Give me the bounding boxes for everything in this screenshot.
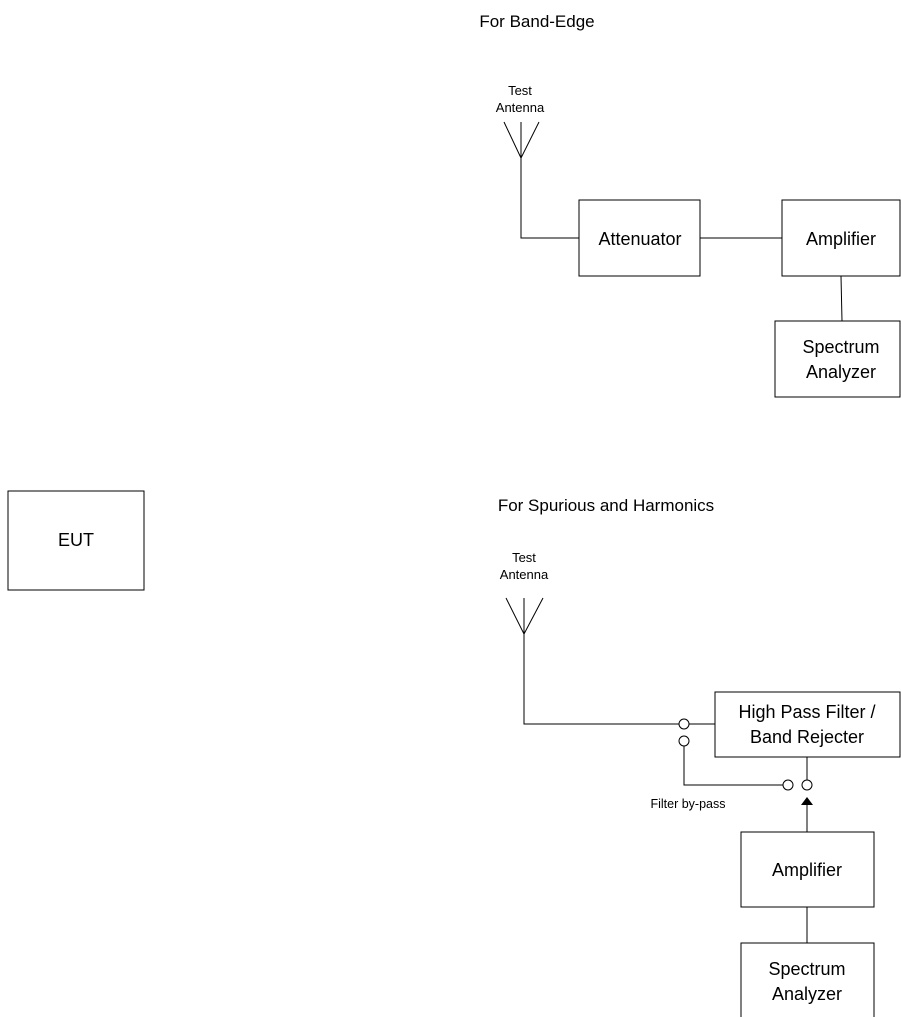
spurious-spectrum-analyzer-box: [740, 942, 875, 1017]
band-edge-antenna-label-line2: Antenna: [496, 100, 545, 115]
spurious-antenna-wire: [523, 634, 679, 725]
high-pass-filter-label-line2: Band Rejecter: [750, 727, 864, 747]
eut-box: [7, 490, 145, 591]
eut-label: EUT: [58, 530, 94, 550]
switch-terminal-filter-out: [801, 779, 813, 791]
band-edge-antenna-icon: [503, 121, 540, 159]
switch-arrow-icon: [801, 797, 813, 832]
spurious-amplifier-box: [740, 831, 875, 908]
high-pass-filter-label-line1: High Pass Filter /: [738, 702, 875, 722]
band-edge-attenuator-label: Attenuator: [598, 229, 681, 249]
band-edge-amplifier-analyzer-wire: [840, 275, 843, 322]
spurious-spectrum-analyzer-label-line2: Analyzer: [772, 984, 842, 1004]
filter-bypass-label: Filter by-pass: [650, 797, 725, 811]
band-edge-attenuator-box: [578, 199, 701, 277]
spurious-antenna-label-line2: Antenna: [500, 567, 549, 582]
band-edge-amplifier-box: [781, 199, 901, 277]
switch-terminal-bypass-in: [678, 735, 690, 747]
spurious-title: For Spurious and Harmonics: [498, 496, 714, 515]
band-edge-spectrum-analyzer-label-line2: Analyzer: [806, 362, 876, 382]
band-edge-spectrum-analyzer-label-line1: Spectrum: [802, 337, 879, 357]
spurious-antenna-icon: [505, 597, 544, 635]
switch-terminal-filter-in: [678, 718, 690, 730]
spurious-amplifier-label: Amplifier: [772, 860, 842, 880]
band-edge-antenna-label-line1: Test: [508, 83, 532, 98]
bypass-wire: [683, 746, 783, 786]
switch-terminal-bypass-out: [782, 779, 794, 791]
band-edge-amplifier-label: Amplifier: [806, 229, 876, 249]
high-pass-filter-box: [714, 691, 901, 758]
spurious-spectrum-analyzer-label-line1: Spectrum: [768, 959, 845, 979]
spurious-antenna-label-line1: Test: [512, 550, 536, 565]
band-edge-title: For Band-Edge: [479, 12, 594, 31]
band-edge-spectrum-analyzer-box: [774, 320, 901, 398]
band-edge-antenna-wire: [520, 158, 579, 239]
